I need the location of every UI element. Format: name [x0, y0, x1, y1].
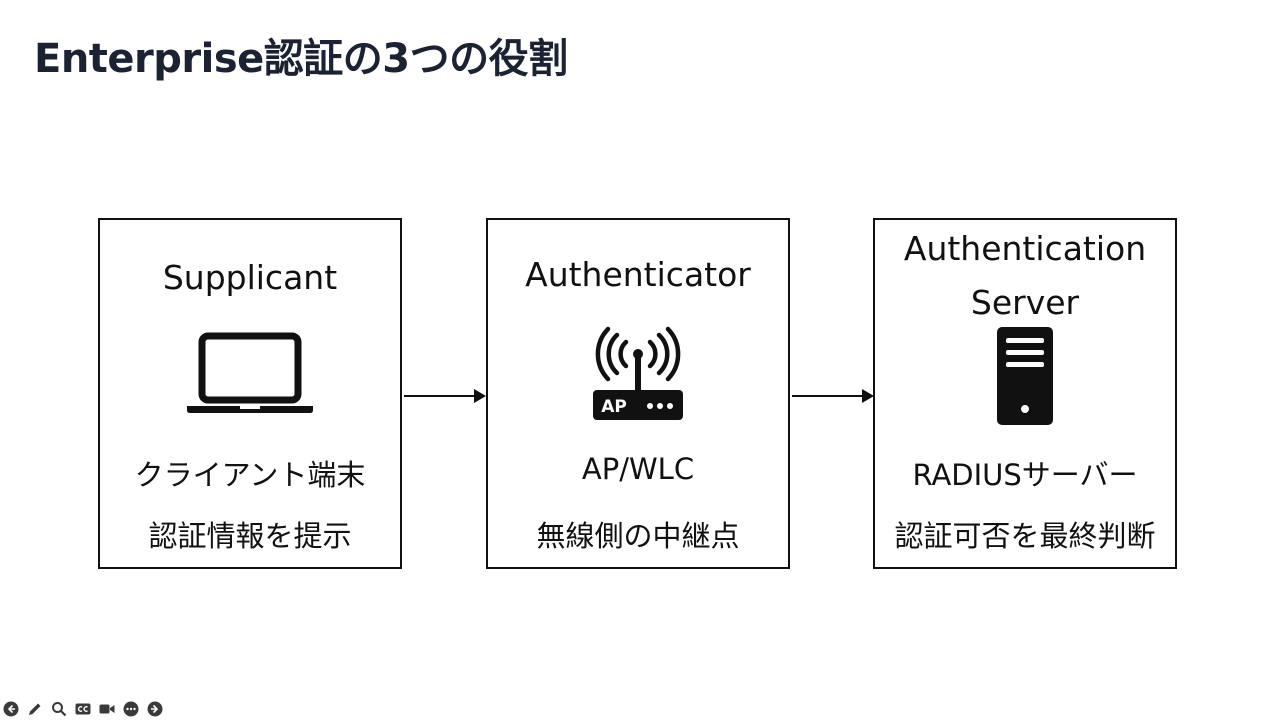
zoom-icon [52, 702, 67, 717]
previous-slide-button[interactable] [2, 700, 20, 718]
arrow-right-icon [404, 389, 486, 403]
camera-button[interactable] [98, 700, 116, 718]
arrow-right-icon [792, 389, 874, 403]
ap-icon-text: AP [601, 397, 627, 417]
presentation-toolbar [2, 699, 164, 719]
more-options-button[interactable] [122, 700, 140, 718]
authenticator-description: 無線側の中継点 [536, 519, 740, 553]
supplicant-box: Supplicant クライアント端末 認証情報を提示 [98, 218, 402, 569]
authenticator-role: AP/WLC [581, 452, 695, 486]
server-tower-icon [997, 327, 1053, 425]
authenticator-box: Authenticator AP AP/WLC 無線側の中継点 [486, 218, 790, 569]
camera-icon [99, 704, 115, 714]
slide-title: Enterprise認証の3つの役割 [34, 36, 568, 82]
supplicant-role: クライアント端末 [134, 458, 366, 492]
access-point-icon: AP [593, 326, 683, 420]
arrow-left-icon [3, 701, 19, 717]
supplicant-name: Supplicant [162, 258, 338, 297]
pen-tool-button[interactable] [26, 700, 44, 718]
supplicant-description: 認証情報を提示 [148, 519, 352, 553]
next-slide-button[interactable] [146, 700, 164, 718]
authentication-server-role: RADIUSサーバー [912, 458, 1138, 492]
authentication-server-name-line1: Authentication [903, 229, 1147, 268]
pen-icon [29, 703, 41, 715]
arrow-right-icon [147, 701, 163, 717]
authenticator-name: Authenticator [525, 255, 751, 294]
authentication-server-description: 認証可否を最終判断 [894, 519, 1156, 553]
more-icon [123, 701, 139, 717]
zoom-button[interactable] [50, 700, 68, 718]
authentication-server-box: Authentication Server RADIUSサーバー 認証可否を最終… [873, 218, 1177, 569]
cc-icon [75, 703, 91, 715]
captions-button[interactable] [74, 700, 92, 718]
laptop-icon [187, 332, 313, 413]
authentication-server-name-line2: Server [970, 283, 1080, 322]
